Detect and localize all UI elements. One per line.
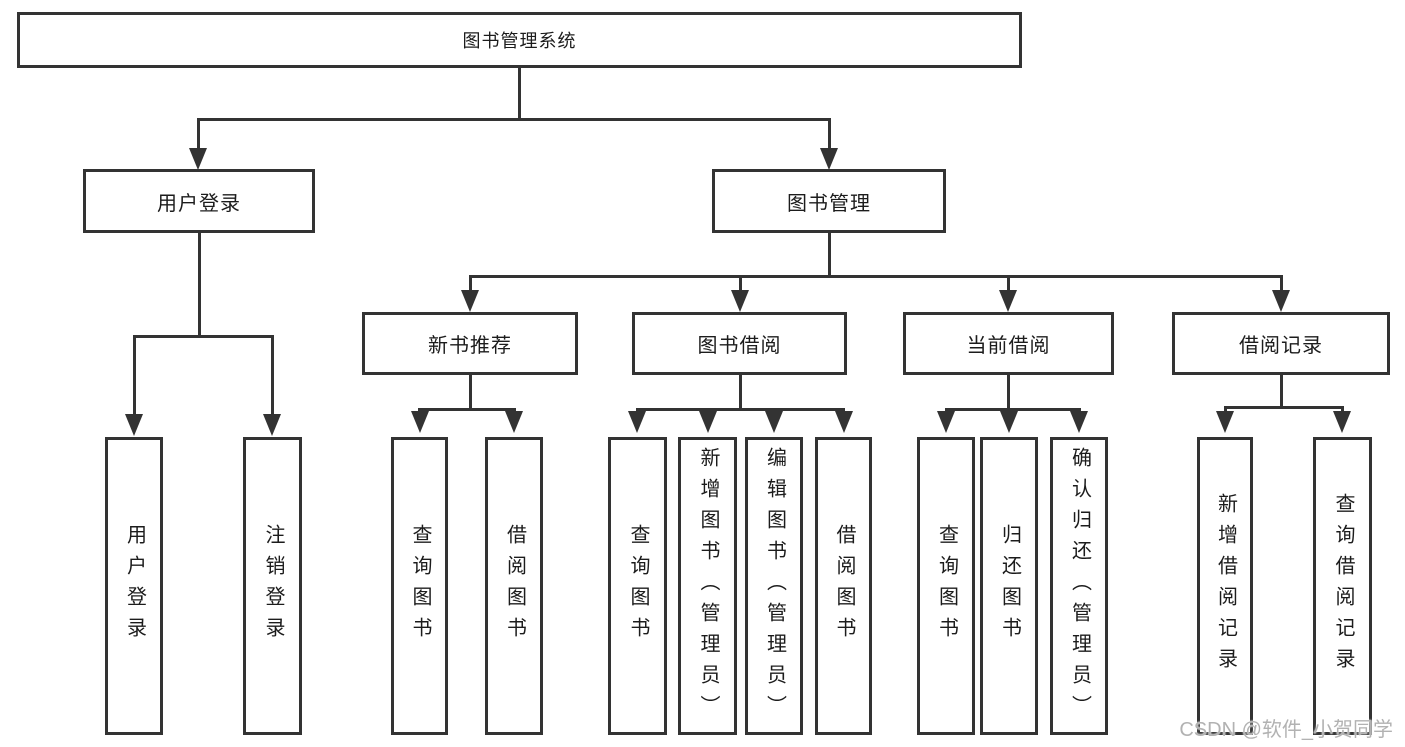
arrow-down-icon xyxy=(1000,411,1018,433)
node-label: 编辑图书（管理员） xyxy=(763,446,786,726)
node-label: 新书推荐 xyxy=(428,335,512,357)
arrow-down-icon xyxy=(263,414,281,436)
connector-line xyxy=(828,233,831,275)
node-label: 注销登录 xyxy=(262,524,284,648)
node-label: 图书管理系统 xyxy=(462,31,577,51)
node-leaf-borrow-books-recommend: 借阅图书 xyxy=(485,437,543,735)
node-label: 借阅图书 xyxy=(503,524,526,648)
node-label: 新增借阅记录 xyxy=(1214,493,1237,679)
node-label: 借阅图书 xyxy=(833,524,855,648)
connector-line xyxy=(1280,375,1283,406)
node-label: 查询图书 xyxy=(935,524,958,648)
connector-line xyxy=(197,118,200,150)
connector-line xyxy=(1007,375,1010,408)
connector-line xyxy=(469,275,472,292)
node-label: 查询图书 xyxy=(627,524,649,648)
arrow-down-icon xyxy=(189,148,207,170)
arrow-down-icon xyxy=(1272,290,1290,312)
connector-line xyxy=(828,118,831,150)
node-label: 查询借阅记录 xyxy=(1332,493,1354,679)
connector-line xyxy=(945,408,1080,411)
arrow-down-icon xyxy=(731,290,749,312)
node-leaf-confirm-return-admin: 确认归还（管理员） xyxy=(1050,437,1108,735)
connector-line xyxy=(1280,275,1283,292)
node-library-system: 图书管理系统 xyxy=(17,12,1022,68)
node-current-borrowing: 当前借阅 xyxy=(903,312,1114,375)
node-leaf-query-books-current: 查询图书 xyxy=(917,437,975,735)
node-borrowing-records: 借阅记录 xyxy=(1172,312,1390,375)
arrow-down-icon xyxy=(1070,411,1088,433)
node-label: 当前借阅 xyxy=(966,335,1051,357)
node-label: 用户登录 xyxy=(123,524,146,648)
connector-line xyxy=(518,67,521,118)
connector-line xyxy=(636,408,845,411)
arrow-down-icon xyxy=(820,148,838,170)
arrow-down-icon xyxy=(699,411,717,433)
connector-line xyxy=(271,335,274,416)
connector-line xyxy=(198,233,201,335)
arrow-down-icon xyxy=(835,411,853,433)
connector-line xyxy=(739,375,742,408)
connector-line xyxy=(1007,275,1010,292)
node-label: 确认归还（管理员） xyxy=(1068,446,1091,726)
connector-line xyxy=(133,335,136,416)
node-leaf-add-borrow-record: 新增借阅记录 xyxy=(1197,437,1253,735)
arrow-down-icon xyxy=(628,411,646,433)
node-label: 查询图书 xyxy=(409,524,431,648)
node-leaf-logout: 注销登录 xyxy=(243,437,302,735)
connector-line xyxy=(133,335,274,338)
node-book-borrowing: 图书借阅 xyxy=(632,312,847,375)
node-user-login: 用户登录 xyxy=(83,169,315,233)
node-leaf-user-login: 用户登录 xyxy=(105,437,163,735)
arrow-down-icon xyxy=(937,411,955,433)
node-new-book-recommendation: 新书推荐 xyxy=(362,312,578,375)
node-leaf-query-books-recommend: 查询图书 xyxy=(391,437,448,735)
connector-line xyxy=(469,375,472,408)
arrow-down-icon xyxy=(461,290,479,312)
arrow-down-icon xyxy=(125,414,143,436)
node-label: 归还图书 xyxy=(998,524,1021,648)
node-label: 图书管理 xyxy=(787,192,871,215)
node-leaf-return-books: 归还图书 xyxy=(980,437,1038,735)
arrow-down-icon xyxy=(1216,411,1234,433)
node-label: 借阅记录 xyxy=(1239,335,1323,357)
arrow-down-icon xyxy=(999,290,1017,312)
node-label: 用户登录 xyxy=(157,192,241,215)
connector-line xyxy=(469,275,1282,278)
connector-line xyxy=(197,118,831,121)
connector-line xyxy=(1224,406,1227,414)
connector-line xyxy=(1224,406,1344,409)
node-leaf-query-borrow-record: 查询借阅记录 xyxy=(1313,437,1372,735)
connector-line xyxy=(739,275,742,292)
arrow-down-icon xyxy=(1333,411,1351,433)
arrow-down-icon xyxy=(411,411,429,433)
node-book-management: 图书管理 xyxy=(712,169,946,233)
node-label: 图书借阅 xyxy=(697,335,782,357)
connector-line xyxy=(418,408,516,411)
node-leaf-edit-book-admin: 编辑图书（管理员） xyxy=(745,437,803,735)
connector-line xyxy=(1341,406,1344,414)
node-leaf-borrow-books: 借阅图书 xyxy=(815,437,872,735)
arrow-down-icon xyxy=(765,411,783,433)
csdn-watermark: CSDN @软件_小贺同学 xyxy=(1179,719,1393,741)
arrow-down-icon xyxy=(505,411,523,433)
node-leaf-add-book-admin: 新增图书（管理员） xyxy=(678,437,737,735)
node-leaf-query-books-borrow: 查询图书 xyxy=(608,437,667,735)
node-label: 新增图书（管理员） xyxy=(697,446,719,726)
